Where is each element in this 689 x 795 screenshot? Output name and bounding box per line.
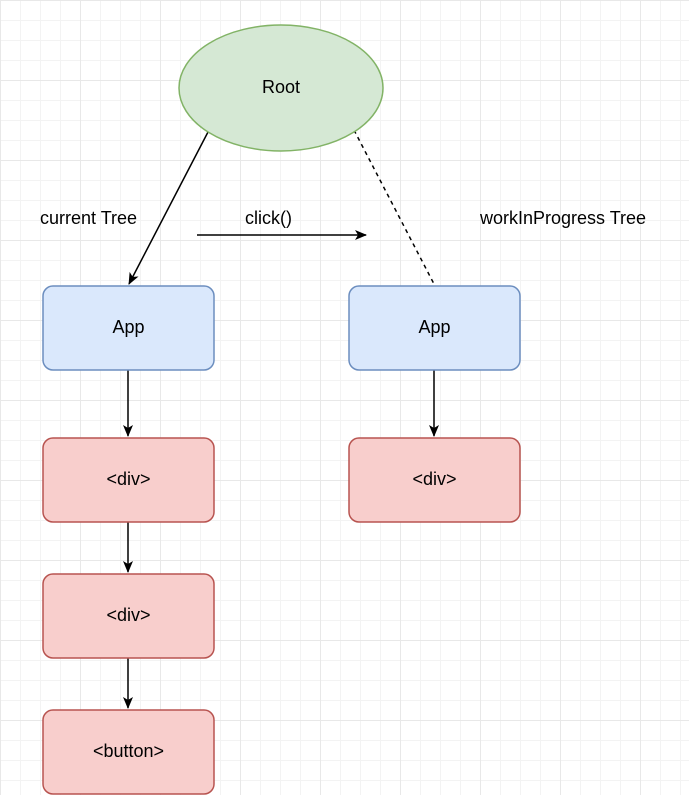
root-to-current-app-edge: [128, 131, 209, 285]
wip-app-node: App: [348, 285, 521, 371]
current-div-node: <div>: [42, 437, 215, 523]
wip-app-label: App: [418, 317, 450, 337]
current-app-node: App: [42, 285, 215, 371]
current-app-label: App: [112, 317, 144, 337]
wip-div-label: <div>: [412, 469, 456, 489]
current-div-label: <div>: [106, 469, 150, 489]
current-inner-div-label: <div>: [106, 605, 150, 625]
root-to-wip-app-edge: [353, 129, 435, 285]
click-label: click(): [245, 208, 292, 228]
current-button-label: <button>: [93, 741, 164, 761]
current-tree-label: current Tree: [40, 208, 137, 228]
root-label: Root: [262, 77, 300, 97]
root-node: Root: [178, 24, 384, 152]
current-inner-div-node: <div>: [42, 573, 215, 659]
current-button-node: <button>: [42, 709, 215, 795]
work-in-progress-tree-label: workInProgress Tree: [479, 208, 646, 228]
wip-div-node: <div>: [348, 437, 521, 523]
